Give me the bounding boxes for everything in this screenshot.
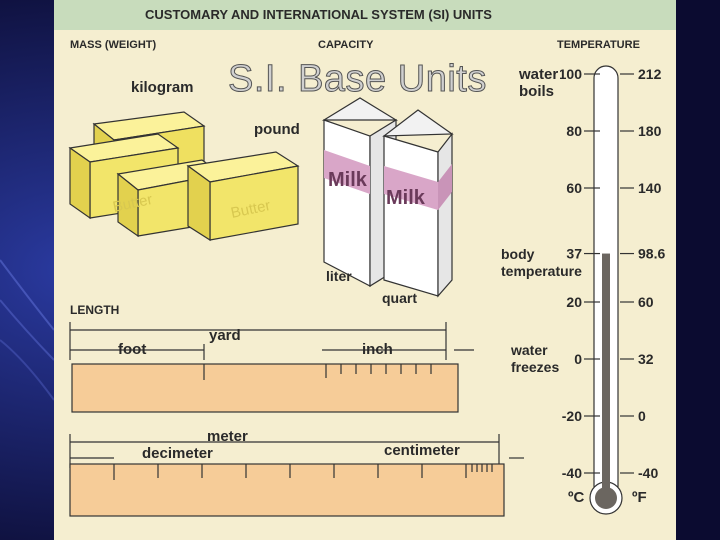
celsius-tick-label: 20 xyxy=(566,294,582,310)
foot-label: foot xyxy=(118,341,147,358)
liter-label: liter xyxy=(326,268,352,284)
water-freezes-label-line1: water xyxy=(511,342,548,358)
body-temperature-label-line1: body xyxy=(501,246,535,262)
body-temperature-label-line2: temperature xyxy=(501,263,582,279)
yard-label: yard xyxy=(209,327,241,344)
figure-title-bar xyxy=(54,0,676,30)
celsius-tick-label: 80 xyxy=(566,123,582,139)
temperature-heading: TEMPERATURE xyxy=(557,39,640,51)
fahrenheit-tick-label: 32 xyxy=(638,351,654,367)
inch-label: inch xyxy=(362,341,393,358)
fahrenheit-tick-label: 212 xyxy=(638,66,662,82)
centimeter-label: centimeter xyxy=(384,442,460,459)
milk-label: Milk xyxy=(386,187,426,209)
celsius-tick-label: 37 xyxy=(566,246,582,262)
quart-label: quart xyxy=(382,290,417,306)
butter-blocks-illustration: Butter Butter xyxy=(68,111,300,242)
milk-label: Milk xyxy=(328,169,368,191)
slide-title: S.I. Base Units xyxy=(228,58,487,101)
fahrenheit-tick-label: 60 xyxy=(638,294,654,310)
mercury-column xyxy=(602,253,610,498)
kilogram-label: kilogram xyxy=(131,79,194,96)
length-heading: LENGTH xyxy=(70,303,120,317)
celsius-tick-label: -40 xyxy=(562,465,582,481)
fahrenheit-tick-label: 98.6 xyxy=(638,246,665,262)
water-boils-label-line2: boils xyxy=(519,83,555,100)
figure-heading: CUSTOMARY AND INTERNATIONAL SYSTEM (SI) … xyxy=(145,7,492,22)
pound-label: pound xyxy=(254,121,300,138)
fahrenheit-tick-label: 0 xyxy=(638,408,646,424)
water-freezes-label-line2: freezes xyxy=(511,359,560,375)
celsius-tick-label: -20 xyxy=(562,408,582,424)
rulers-illustration xyxy=(69,322,524,517)
decimeter-label: decimeter xyxy=(142,445,213,462)
thermometer-ticks xyxy=(584,73,634,474)
thermometer: 100 212 80 180 60 140 37 98.6 20 60 0 32 -20 0 -40 -40 xyxy=(560,65,665,515)
fahrenheit-tick-label: -40 xyxy=(638,465,658,481)
capacity-heading: CAPACITY xyxy=(318,39,374,51)
milk-cartons-illustration: Milk Milk xyxy=(321,97,454,298)
fahrenheit-tick-label: 180 xyxy=(638,123,662,139)
celsius-tick-label: 100 xyxy=(560,66,582,82)
meter-label: meter xyxy=(207,428,248,445)
celsius-tick-label: 60 xyxy=(566,180,582,196)
fahrenheit-unit-label: ºF xyxy=(632,489,647,506)
mass-heading: MASS (WEIGHT) xyxy=(70,39,157,51)
fahrenheit-tick-label: 140 xyxy=(638,180,662,196)
water-boils-label-line1: water xyxy=(519,66,559,83)
celsius-tick-label: 0 xyxy=(574,351,582,367)
celsius-unit-label: ºC xyxy=(568,489,585,506)
